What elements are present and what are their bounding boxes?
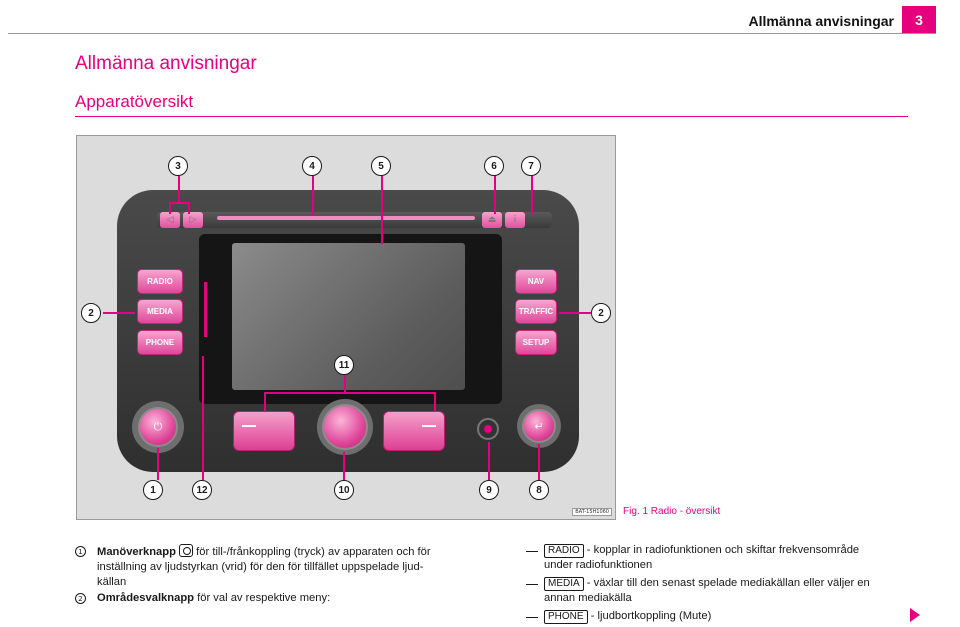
leader-line (103, 312, 135, 314)
media-key: MEDIA (544, 577, 584, 591)
phone-button: PHONE (137, 330, 183, 355)
leader-line (434, 392, 436, 412)
radio-overview-figure: ◁ ▷ ⏏ i RADIO MEDIA PHONE NAV TRAFFIC SE… (76, 135, 616, 520)
menu-item-phone: PHONE - ljudbortkoppling (Mute) (544, 609, 904, 624)
callout-12: 12 (192, 480, 212, 500)
item-2-line: för val av respektive meny: (194, 592, 331, 604)
page-number: 3 (902, 6, 936, 34)
callout-3: 3 (168, 156, 188, 176)
power-key-icon (179, 544, 194, 557)
callout-2-left: 2 (81, 303, 101, 323)
card-slot-strip (204, 282, 207, 337)
menu-radio-line-1: - kopplar in radiofunktionen och skiftar… (583, 544, 860, 556)
item-1-line-c: källan (97, 576, 127, 588)
leader-line (264, 392, 436, 394)
menu-media-line-1: - växlar till den senast spelade mediakä… (583, 577, 870, 589)
traffic-button: TRAFFIC (515, 299, 557, 324)
callout-1: 1 (143, 480, 163, 500)
eject-icon: ⏏ (482, 212, 502, 228)
menu-item-media: MEDIA - växlar till den senast spelade m… (544, 576, 904, 606)
leader-line (538, 444, 540, 480)
menu-item-radio: RADIO - kopplar in radiofunktionen och s… (544, 543, 904, 573)
next-page-arrow-icon (910, 608, 920, 622)
seek-right-button (383, 411, 445, 451)
leader-line (157, 448, 159, 480)
menu-knob (322, 404, 368, 450)
subsection-heading: Apparatöversikt (75, 92, 194, 111)
section-heading: Allmänna anvisningar (75, 53, 257, 74)
list-dash (526, 617, 538, 618)
seek-back-icon: ◁ (160, 212, 180, 228)
phone-key: PHONE (544, 610, 588, 624)
running-header-title: Allmänna anvisningar (748, 13, 894, 29)
list-dash (526, 551, 538, 552)
leader-line (488, 442, 490, 480)
seek-left-button (233, 411, 295, 451)
media-button: MEDIA (137, 299, 183, 324)
item-2-text: Områdesvalknapp för val av respektive me… (97, 591, 442, 606)
figure-caption: Fig. 1 Radio - översikt (623, 506, 721, 517)
callout-9: 9 (479, 480, 499, 500)
back-arrow-icon: ↵ (522, 409, 556, 443)
leader-line (169, 202, 171, 214)
cd-slot (217, 216, 475, 220)
leader-line (381, 176, 383, 244)
power-knob-icon: ⏻ (138, 407, 178, 447)
callout-7: 7 (521, 156, 541, 176)
radio-key: RADIO (544, 544, 584, 558)
subsection-rule (75, 116, 908, 117)
leader-line (178, 176, 180, 204)
leader-line (494, 176, 496, 214)
leader-line (531, 176, 533, 214)
item-1-text: Manöverknapp för till-/frånkoppling (try… (97, 544, 442, 590)
leader-line (344, 374, 346, 392)
leader-line (188, 202, 190, 214)
menu-phone-line-1: - ljudbortkoppling (Mute) (587, 610, 712, 622)
item-2-term: Områdesvalknapp (97, 592, 195, 604)
radio-button: RADIO (137, 269, 183, 294)
leader-line (264, 392, 266, 412)
leader-line (343, 452, 345, 480)
figure-code: BAT-15H1060 (572, 508, 612, 516)
list-dash (526, 584, 538, 585)
menu-media-line-2: annan mediakälla (544, 592, 632, 604)
callout-2-right: 2 (591, 303, 611, 323)
callout-10: 10 (334, 480, 354, 500)
header-rule (8, 33, 936, 34)
setup-button: SETUP (515, 330, 557, 355)
microphone-icon (477, 418, 499, 440)
item-1-line-a: för till-/frånkoppling (tryck) av appara… (193, 546, 431, 558)
callout-5: 5 (371, 156, 391, 176)
seek-forward-icon: ▷ (183, 212, 203, 228)
item-number-2: 2 (75, 593, 86, 604)
item-1-term: Manöverknapp (97, 546, 176, 558)
callout-8: 8 (529, 480, 549, 500)
callout-6: 6 (484, 156, 504, 176)
callout-11: 11 (334, 355, 354, 375)
leader-line (559, 312, 591, 314)
leader-line (312, 176, 314, 216)
item-number-1: 1 (75, 546, 86, 557)
leader-line (169, 202, 189, 204)
callout-4: 4 (302, 156, 322, 176)
item-1-line-b: inställning av ljudstyrkan (vrid) för de… (97, 561, 424, 573)
menu-radio-line-2: under radiofunktionen (544, 559, 653, 571)
leader-line (202, 356, 204, 480)
nav-button: NAV (515, 269, 557, 294)
info-icon: i (505, 212, 525, 228)
